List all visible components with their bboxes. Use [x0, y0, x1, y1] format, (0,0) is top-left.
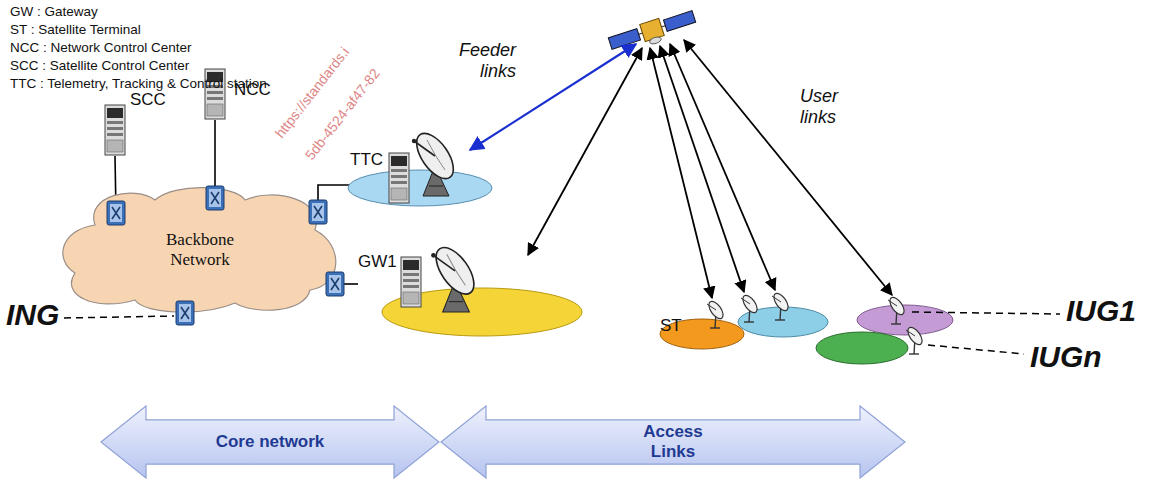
network-link	[335, 283, 358, 285]
user-link	[670, 44, 775, 290]
ttc-station-node: TTC	[350, 148, 412, 204]
node-text: Backbone Network	[154, 230, 246, 269]
user-link	[684, 40, 892, 295]
feeder-link	[528, 48, 642, 255]
legend-text: TTC : Telemetry, Tracking & Control stat…	[10, 76, 267, 92]
backbone-cloud: Backbone Network	[55, 185, 345, 315]
user-link	[660, 46, 744, 292]
satellite	[607, 8, 698, 57]
link-label: Feeder links	[452, 40, 516, 81]
ttc-area	[348, 170, 492, 206]
terminal-dish	[905, 325, 925, 354]
node-text: TTC	[350, 150, 383, 170]
antenna-dish	[409, 127, 460, 196]
antenna-dish	[429, 241, 482, 312]
terminal-dish	[771, 291, 791, 320]
server-icon	[400, 256, 422, 308]
legend-text: SCC : Satellite Control Center	[10, 58, 189, 74]
beam-area	[816, 332, 908, 364]
interface-line	[928, 345, 1024, 354]
link-label: User links	[800, 86, 848, 127]
legend-text: GW : Gateway	[10, 4, 98, 20]
interface-label: IUGn	[1030, 340, 1102, 375]
terminal-label: ST	[660, 316, 682, 336]
interface-line	[912, 312, 1060, 314]
access-links-arrow: Access Links	[440, 405, 906, 479]
node-text: GW1	[358, 252, 397, 272]
interface-label: ING	[6, 298, 59, 333]
terminal-dish	[706, 299, 726, 328]
network-link	[214, 120, 216, 198]
terminal-dish	[887, 295, 907, 324]
node-text: Access Links	[623, 422, 723, 461]
interface-label: IUG1	[1066, 294, 1136, 329]
server-icon	[388, 152, 410, 204]
node-text: Core network	[195, 432, 345, 452]
core-network-arrow: Core network	[100, 405, 440, 479]
gateway-area	[382, 288, 582, 336]
network-link	[318, 185, 350, 212]
terminal-dish	[740, 293, 760, 322]
node-text: SCC	[130, 90, 166, 110]
legend-text: NCC : Network Control Center	[10, 40, 192, 56]
control-center-node: SCC	[104, 90, 168, 156]
server-icon	[104, 104, 126, 156]
gateway-node: GW1	[358, 250, 424, 312]
beam-area	[857, 305, 953, 335]
legend-text: ST : Satellite Terminal	[10, 22, 141, 38]
server-icon	[204, 68, 226, 120]
interface-line	[64, 316, 174, 318]
